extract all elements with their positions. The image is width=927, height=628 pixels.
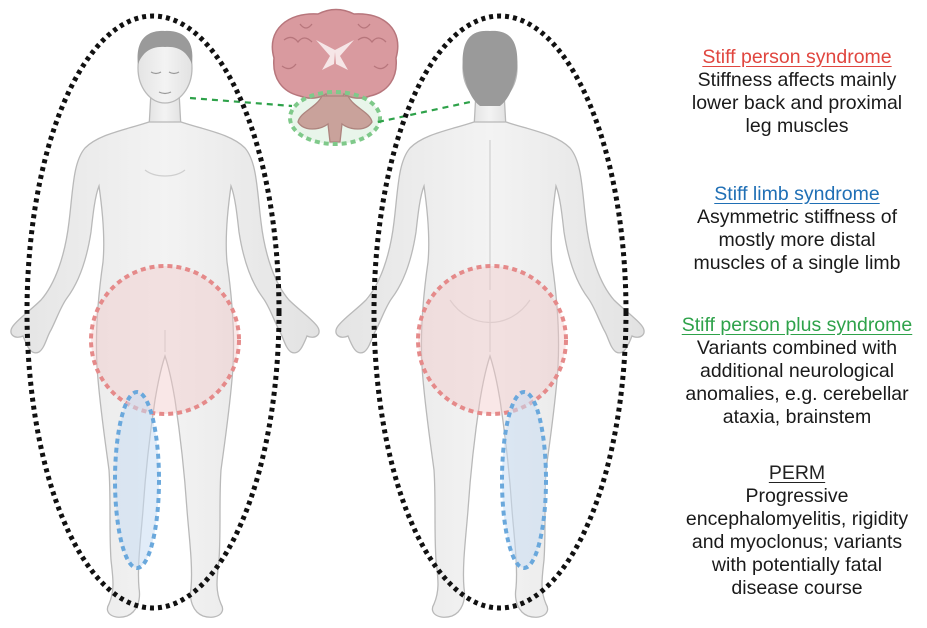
legend-perm: PERM Progressive encephalomyelitis, rigi… xyxy=(662,462,927,600)
legend-title-sps: Stiff person syndrome xyxy=(662,46,927,69)
legend-desc-stiff-limb: Asymmetric stiffness of mostly more dist… xyxy=(662,206,927,275)
legend-stiff-person-syndrome: Stiff person syndrome Stiffness affects … xyxy=(662,46,927,138)
back-trunk-region-highlight xyxy=(418,266,566,414)
front-limb-region-highlight xyxy=(115,392,159,568)
legend-stiff-person-plus-syndrome: Stiff person plus syndrome Variants comb… xyxy=(662,314,927,429)
legend-title-perm: PERM xyxy=(662,462,927,485)
legend-title-sps-plus: Stiff person plus syndrome xyxy=(662,314,927,337)
back-limb-region-highlight xyxy=(502,392,546,568)
legend-desc-sps: Stiffness affects mainly lower back and … xyxy=(662,69,927,138)
front-trunk-region-highlight xyxy=(91,266,239,414)
back-to-brain-connector xyxy=(378,102,470,122)
legend-desc-sps-plus: Variants combined with additional neurol… xyxy=(662,337,927,429)
legend-desc-perm: Progressive encephalomyelitis, rigidity … xyxy=(662,485,927,600)
legend-title-stiff-limb: Stiff limb syndrome xyxy=(662,183,927,206)
brainstem-region-highlight xyxy=(290,92,380,144)
back-hair xyxy=(463,31,518,106)
legend-stiff-limb-syndrome: Stiff limb syndrome Asymmetric stiffness… xyxy=(662,183,927,275)
